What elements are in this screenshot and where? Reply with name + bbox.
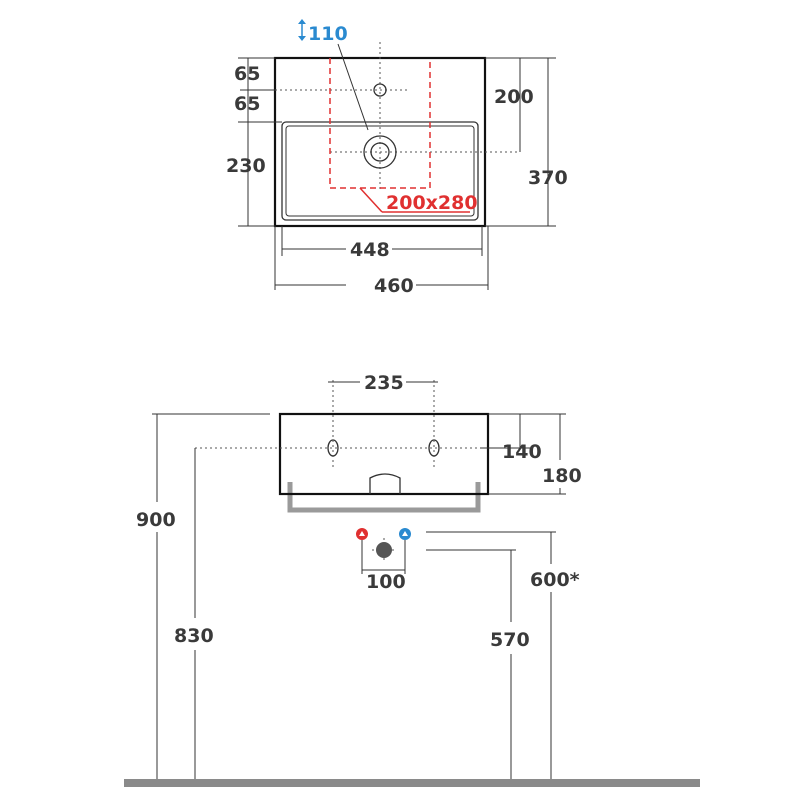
- cold-water-drop-icon: [399, 528, 411, 540]
- basin-height-label: 180: [542, 465, 582, 487]
- inner-width-label: 448: [350, 239, 390, 261]
- up-down-arrow-icon: [298, 19, 306, 41]
- supply-spacing-label: 100: [366, 571, 406, 593]
- inner-depth-label: 230: [226, 155, 266, 177]
- top-view: 200x280 110 65 65 230 200 370: [226, 19, 568, 297]
- fixing-spacing-label: 235: [364, 372, 404, 394]
- drain-center-label: 200: [494, 86, 534, 108]
- tap-height-leader: [337, 43, 369, 131]
- top-height-label: 900: [136, 509, 176, 531]
- wall-bracket: [287, 482, 481, 513]
- hot-water-drop-icon: [356, 528, 368, 540]
- inner-bowl-rim: [285, 125, 475, 217]
- waste-outlet-icon: [372, 538, 396, 562]
- total-depth-label: 370: [528, 167, 568, 189]
- drain-inner: [370, 142, 390, 162]
- drain-offset-label: 65: [234, 93, 260, 115]
- supply-height-label: 600*: [530, 569, 580, 591]
- tap-hole: [373, 83, 387, 97]
- fixing-height-label: 830: [174, 625, 214, 647]
- tap-zone-outline: [329, 58, 431, 189]
- tap-offset-label: 65: [234, 63, 260, 85]
- basin-outline-front: [278, 412, 490, 496]
- hole-height-label: 140: [502, 441, 542, 463]
- total-width-label: 460: [374, 275, 414, 297]
- floor-line: [124, 779, 700, 787]
- front-view: 235 140 180 900 830: [124, 372, 700, 787]
- drain-height-label: 570: [490, 629, 530, 651]
- drain-outer: [363, 135, 397, 169]
- drain-waste: [369, 473, 401, 494]
- tap-zone-leader: [359, 187, 383, 213]
- tap-zone-label: 200x280: [386, 192, 478, 214]
- tap-hole-height-label: 110: [308, 23, 348, 45]
